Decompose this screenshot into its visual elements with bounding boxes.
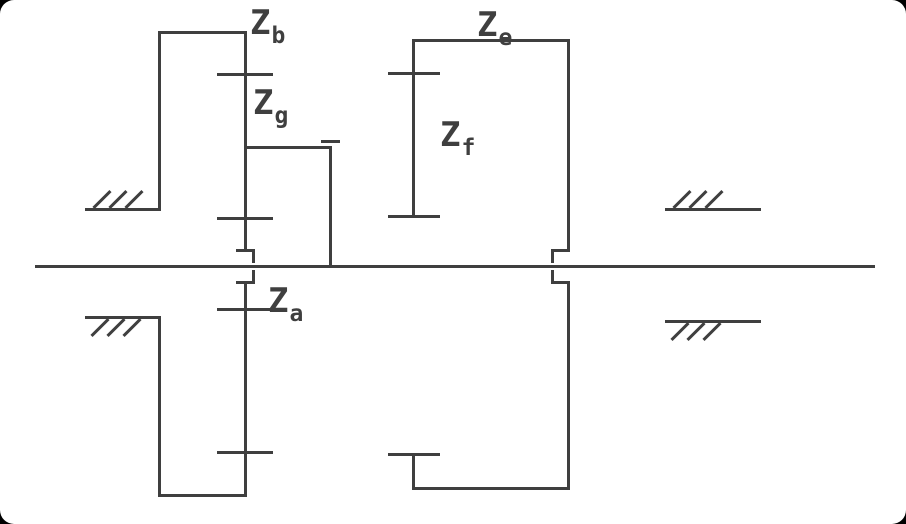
ground-line-upper-right [665, 208, 761, 211]
housing-bottom-bar-right [412, 487, 570, 490]
label-za-sub: a [289, 301, 304, 327]
label-gear-ze: Ze [477, 5, 512, 50]
carrier-arm-line [245, 146, 332, 149]
ground-hatch-icon [122, 317, 142, 338]
coupling-right-bottom-bar [551, 281, 570, 284]
label-gear-za: Za [268, 281, 303, 326]
label-zg-main: Z [253, 83, 274, 123]
label-zb-main: Z [250, 3, 271, 43]
label-za-main: Z [268, 281, 289, 321]
planet-pivot-tick [321, 140, 340, 143]
coupling-left-stub-lower [252, 270, 255, 284]
label-zf-sub: f [461, 135, 476, 161]
gear-ef-vertical [412, 39, 415, 218]
housing-right-vertical-lower [567, 281, 570, 490]
housing-top-bar-right [412, 39, 570, 42]
label-zg-sub: g [274, 103, 289, 129]
housing-right-vertical-upper [567, 39, 570, 252]
coupling-left-stub-upper [252, 249, 255, 263]
gear-mesh-tick-za-top [217, 308, 273, 311]
gear-mesh-tick-lower-right [388, 453, 440, 456]
label-zb-sub: b [271, 23, 286, 49]
label-gear-zb: Zb [250, 3, 285, 48]
planet-shaft-vertical [329, 146, 332, 268]
ground-line-upper-left [85, 208, 161, 211]
gear-mesh-tick-zb [217, 73, 273, 76]
coupling-right-stub-lower [551, 270, 554, 284]
coupling-right-top-bar [551, 249, 570, 252]
gear-mesh-tick-ze [388, 72, 440, 75]
housing-left-vertical-lower [158, 316, 161, 497]
coupling-left-top-bar [236, 249, 255, 252]
housing-left-vertical-upper [158, 31, 161, 211]
label-gear-zf: Zf [440, 115, 475, 160]
ground-hatch-icon [124, 189, 144, 210]
shaft-a-vertical [244, 281, 247, 497]
gear-lower-right-vertical [412, 454, 415, 490]
ground-line-lower-right [665, 320, 761, 323]
gear-mesh-tick-zf [388, 215, 440, 218]
label-gear-zg: Zg [253, 83, 288, 128]
shaft-b-vertical [244, 31, 247, 252]
gear-mesh-tick-left-mid [217, 217, 273, 220]
ground-line-lower-left [85, 316, 161, 319]
label-zf-main: Z [440, 115, 461, 155]
gear-mesh-tick-za-bottom [217, 451, 273, 454]
housing-top-bar-left [158, 31, 247, 34]
ground-hatch-icon [702, 321, 722, 342]
housing-bottom-bar-left [158, 494, 247, 497]
main-shaft-centerline [35, 265, 875, 268]
coupling-right-stub-upper [551, 249, 554, 263]
label-ze-sub: e [498, 25, 513, 51]
ground-hatch-icon [704, 189, 724, 210]
label-ze-main: Z [477, 5, 498, 45]
